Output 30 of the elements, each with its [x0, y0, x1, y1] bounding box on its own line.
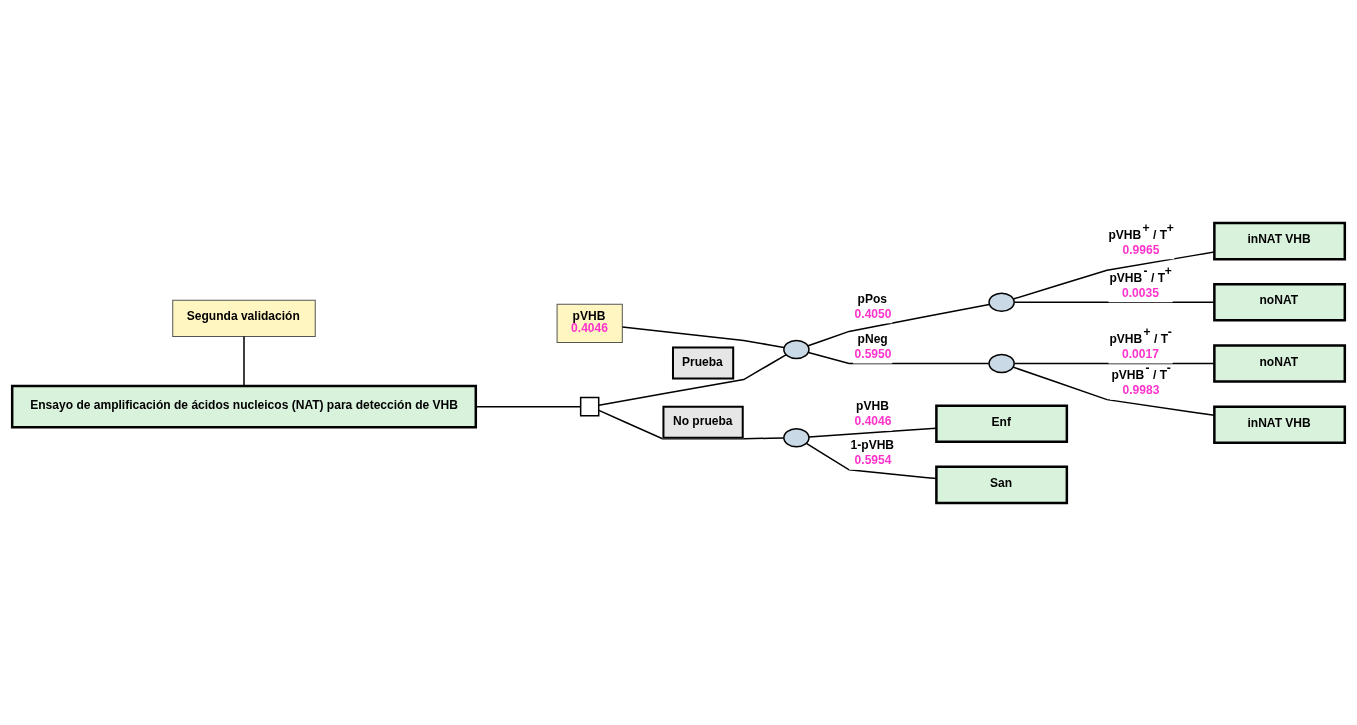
connector	[621, 325, 785, 348]
node-box: San	[935, 465, 1069, 504]
connector	[598, 409, 785, 439]
edge-label: 1-pVHB 0.5954	[850, 437, 895, 467]
node-box: inNAT VHB	[1213, 404, 1347, 444]
node-box: pVHB 0.4046	[556, 303, 623, 343]
edge-label: pPos 0.4050	[854, 291, 892, 321]
edge-label: Prueba	[682, 354, 723, 369]
connector	[243, 335, 245, 387]
node-box: inNAT VHB	[1213, 221, 1347, 260]
connector	[807, 303, 990, 346]
node-box: noNAT	[1213, 282, 1347, 322]
node-circle	[988, 292, 1015, 312]
node-box	[579, 396, 600, 416]
edge-label: pNeg 0.5950	[854, 331, 892, 361]
node-box: Ensayo de amplificación de ácidos nucleicos (NAT) para detección de VHB	[10, 384, 478, 428]
connector	[805, 442, 938, 479]
node-box: noNAT	[1213, 343, 1347, 383]
node-circle	[783, 339, 810, 359]
connector	[1012, 365, 1215, 416]
connector	[598, 353, 787, 406]
edge-label: pVHB 0.4046	[854, 398, 892, 428]
node-box: Enf	[935, 403, 1069, 443]
edge-label: No prueba	[672, 413, 733, 428]
connector	[808, 426, 937, 438]
node-circle	[988, 353, 1015, 373]
connector	[1013, 301, 1215, 303]
connector	[475, 405, 582, 407]
node-circle	[783, 427, 810, 448]
node-box: Segunda validación	[172, 299, 316, 337]
